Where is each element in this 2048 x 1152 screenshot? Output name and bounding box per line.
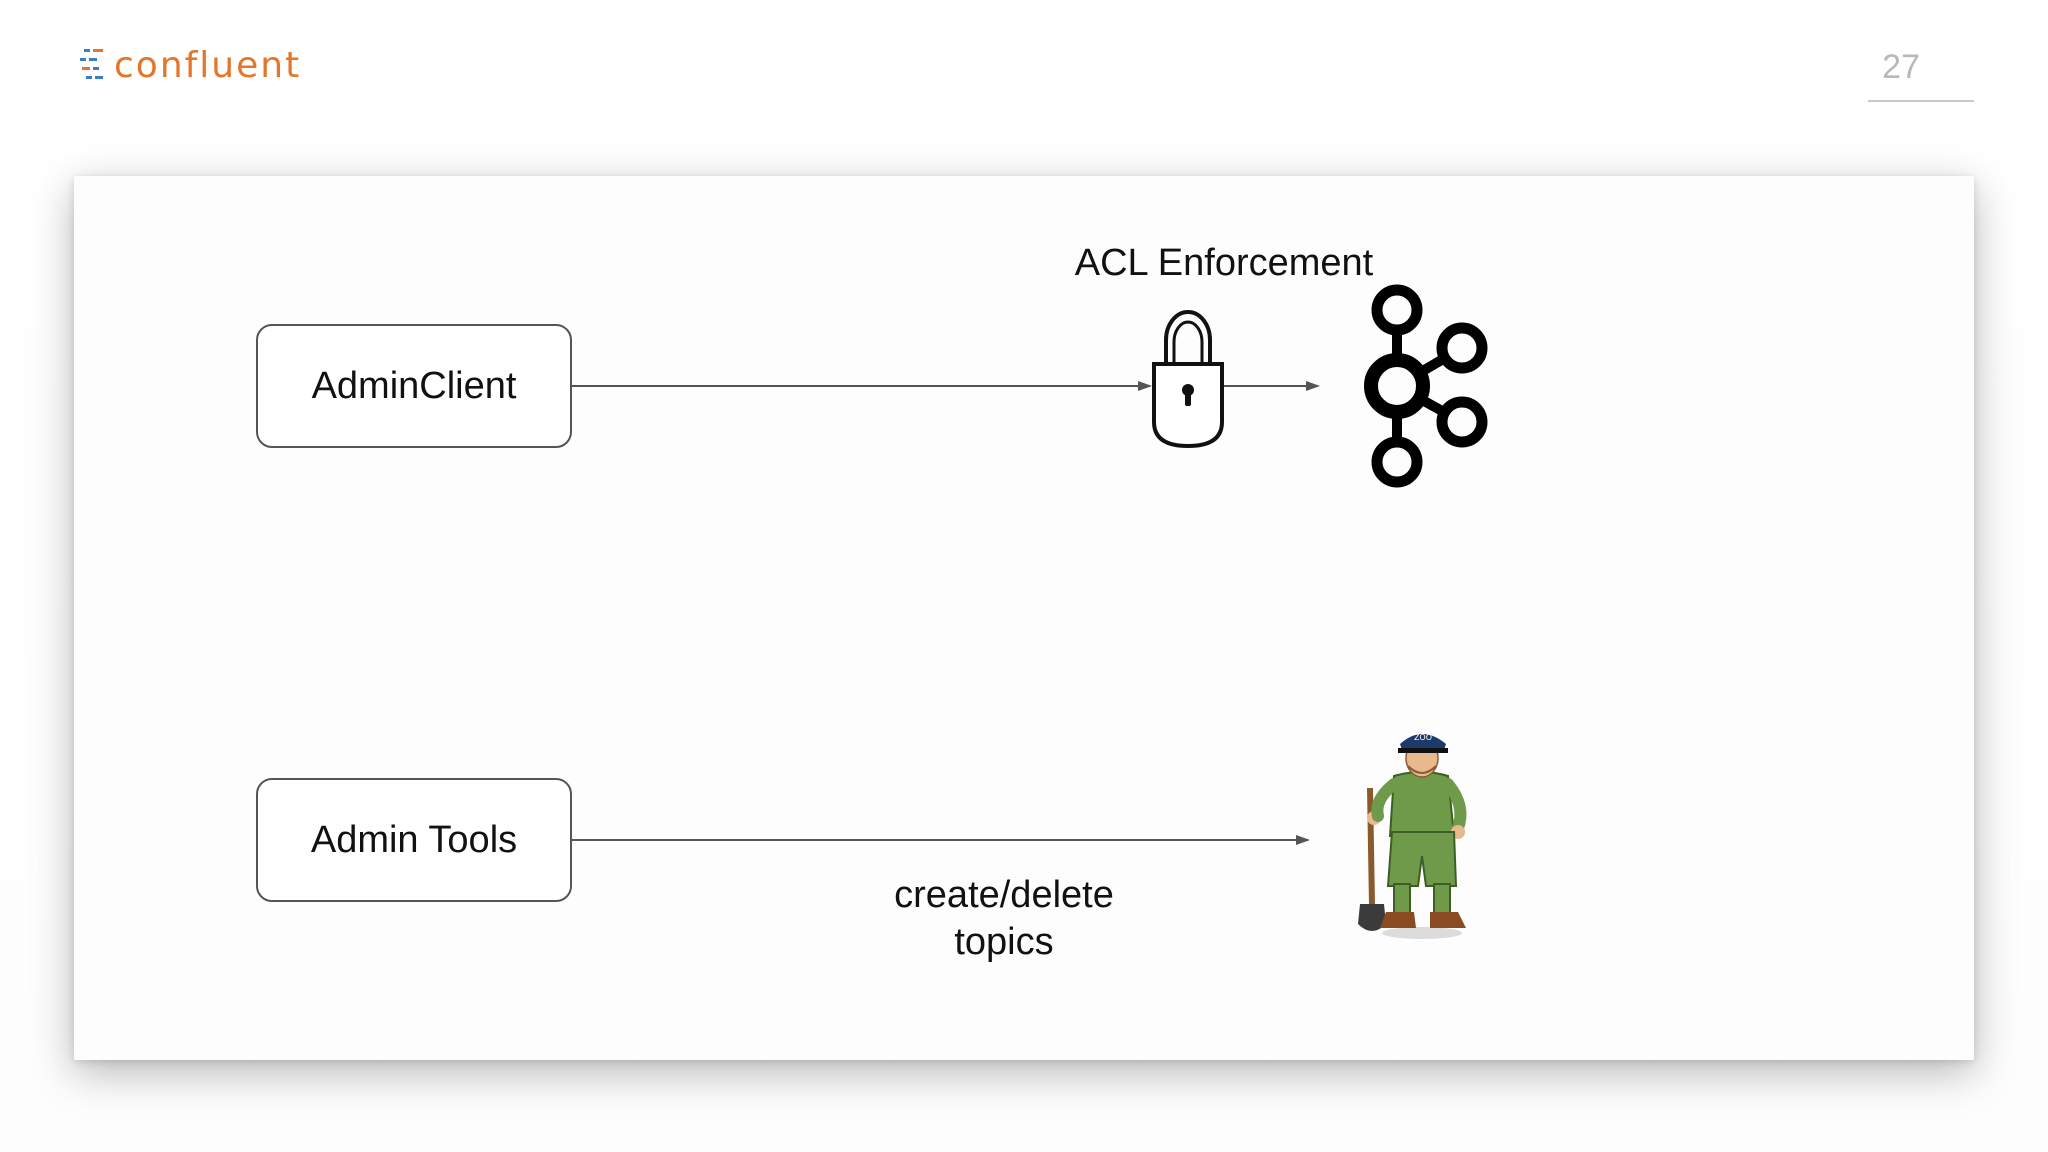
page-number-underline xyxy=(1868,100,1974,102)
create-delete-line: create/delete xyxy=(894,874,1114,916)
zookeeper-mascot-icon: ZOO xyxy=(1358,733,1467,939)
svg-text:ZOO: ZOO xyxy=(1414,733,1432,742)
logo-text: confluent xyxy=(114,44,302,86)
lock-icon xyxy=(1152,310,1224,449)
confluent-logo-mark-icon xyxy=(80,49,103,79)
kafka-logo-icon xyxy=(1364,284,1488,488)
diagram-connectors: ZOO xyxy=(572,284,1488,939)
acl-enforcement-label: ACL Enforcement xyxy=(1074,242,1374,284)
admin-tools-label: Admin Tools xyxy=(310,818,518,861)
create-delete-topics-label: create/delete topics xyxy=(814,872,1194,966)
topics-line: topics xyxy=(954,921,1054,963)
adminclient-label: AdminClient xyxy=(311,364,517,407)
page-number: 27 xyxy=(1882,48,1920,86)
diagram-panel: ZOO AdminClient Admin Tools ACL Enforcem… xyxy=(74,176,1974,1060)
adminclient-box: AdminClient xyxy=(256,324,572,448)
confluent-logo: confluent xyxy=(80,40,301,90)
admin-tools-box: Admin Tools xyxy=(256,778,572,902)
